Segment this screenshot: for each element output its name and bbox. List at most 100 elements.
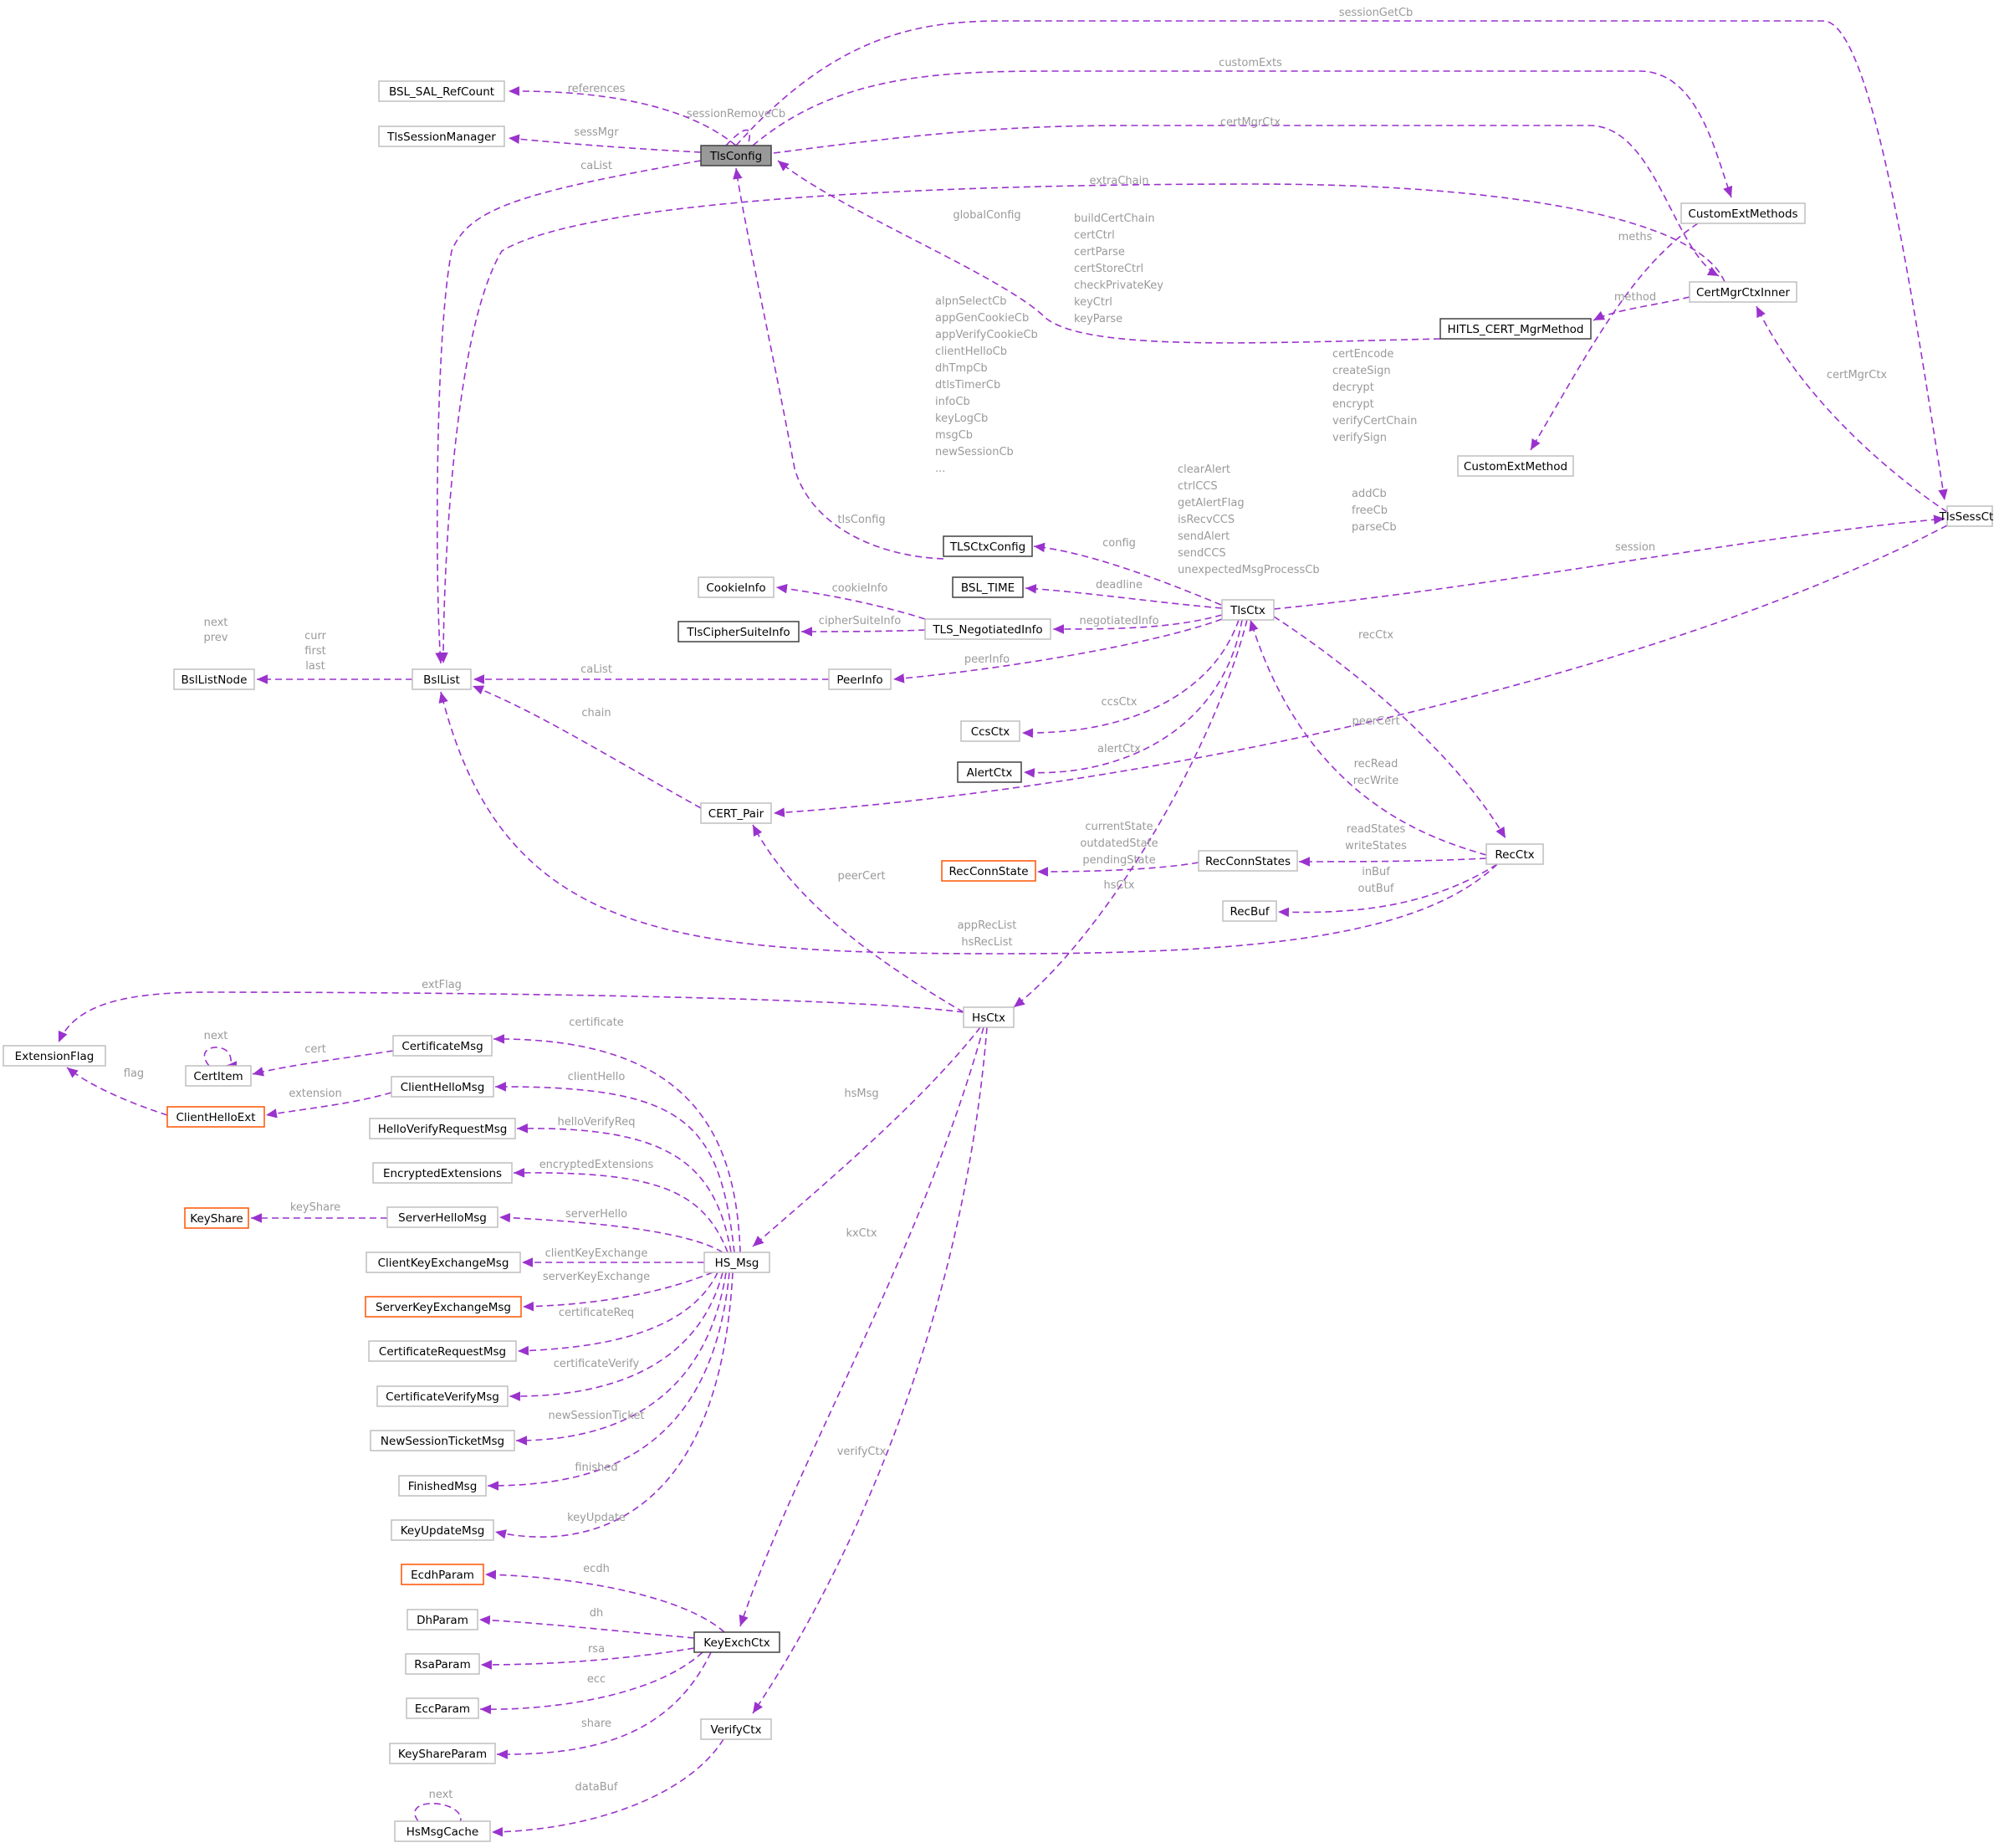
edge-label-line: unexpectedMsgProcessCb (1178, 564, 1320, 576)
node-label: NewSessionTicketMsg (381, 1435, 504, 1448)
edge-new-session-ticket (515, 1272, 727, 1446)
node-label: TlsSessCtx (1939, 510, 1994, 524)
node-client-hello-ext[interactable]: ClientHelloExt (166, 1106, 265, 1128)
edge-verify-ctx (752, 1026, 988, 1714)
node-finished-msg[interactable]: FinishedMsg (398, 1475, 487, 1497)
node-bsl-sal-ref-count[interactable]: BSL_SAL_RefCount (378, 80, 505, 102)
node-server-hello-msg[interactable]: ServerHelloMsg (386, 1206, 498, 1228)
node-box (398, 1475, 487, 1497)
edge-label-negotiated-info: negotiatedInfo (1079, 615, 1158, 627)
node-box (941, 860, 1036, 882)
edge-label-dh: dh (590, 1607, 604, 1620)
edge-next-certitem (203, 1047, 237, 1071)
node-cookie-info[interactable]: CookieInfo (698, 576, 775, 598)
edge-label-line: sendCCS (1178, 547, 1226, 560)
node-rec-buf[interactable]: RecBuf (1222, 900, 1277, 922)
node-hitls-cert-mgr-method[interactable]: HITLS_CERT_MgrMethod (1439, 318, 1592, 340)
node-rsa-param[interactable]: RsaParam (405, 1653, 480, 1675)
node-label: TLS_NegotiatedInfo (932, 623, 1042, 637)
node-tls-sess-ctx[interactable]: TlsSessCtx (1939, 505, 1994, 527)
node-hs-msg[interactable]: HS_Msg (703, 1252, 770, 1273)
node-box (391, 1519, 494, 1541)
node-label: TlsConfig (709, 150, 762, 163)
node-cert-pair[interactable]: CERT_Pair (700, 802, 772, 824)
node-tls-session-manager[interactable]: TlsSessionManager (378, 125, 505, 147)
node-key-share-param[interactable]: KeyShareParam (389, 1743, 496, 1764)
node-cert-mgr-ctx-inner[interactable]: CertMgrCtxInner (1689, 281, 1797, 303)
node-client-key-exchange-msg[interactable]: ClientKeyExchangeMsg (366, 1252, 521, 1273)
edge-peer-info (892, 618, 1223, 683)
node-rec-conn-state[interactable]: RecConnState (941, 860, 1036, 882)
node-bsl-time[interactable]: BSL_TIME (952, 576, 1024, 598)
edge-global-config (777, 160, 1441, 344)
node-extension-flag[interactable]: ExtensionFlag (3, 1045, 106, 1067)
edge-ccs-ctx (1021, 619, 1240, 738)
node-cert-item[interactable]: CertItem (185, 1065, 252, 1087)
edge-label-encrypted-extensions: encryptedExtensions (539, 1159, 654, 1171)
edge-label-share: share (581, 1717, 611, 1730)
node-certificate-verify-msg[interactable]: CertificateVerifyMsg (376, 1385, 509, 1407)
node-certificate-request-msg[interactable]: CertificateRequestMsg (368, 1340, 517, 1362)
edge-label-client-key-exchange: clientKeyExchange (545, 1247, 648, 1260)
node-bsl-list-node[interactable]: BslListNode (173, 668, 255, 690)
node-box (391, 1076, 494, 1098)
edge-key-update (494, 1272, 734, 1539)
node-encrypted-extensions[interactable]: EncryptedExtensions (372, 1162, 513, 1184)
node-tlsctx-config[interactable]: TLSCtxConfig (943, 535, 1033, 557)
edge-label-line: newSessionCb (935, 446, 1014, 458)
node-dh-param[interactable]: DhParam (406, 1609, 478, 1630)
node-label: CookieInfo (706, 581, 765, 595)
node-bsl-list[interactable]: BslList (412, 668, 472, 690)
node-ecc-param[interactable]: EccParam (406, 1697, 479, 1719)
node-box (693, 1631, 780, 1653)
node-ecdh-param[interactable]: EcdhParam (401, 1564, 484, 1585)
edge-label-ccs-ctx: ccsCtx (1102, 696, 1138, 709)
edge-label-group-callbacks: alpnSelectCbappGenCookieCbappVerifyCooki… (935, 295, 1038, 475)
node-new-session-ticket-msg[interactable]: NewSessionTicketMsg (370, 1430, 515, 1451)
node-tls-ctx[interactable]: TlsCtx (1221, 599, 1275, 621)
node-label: TLSCtxConfig (949, 540, 1025, 554)
node-box (1946, 505, 1993, 527)
edge-label-server-hello: serverHello (565, 1208, 627, 1221)
node-key-share[interactable]: KeyShare (184, 1207, 249, 1229)
node-peer-info[interactable]: PeerInfo (828, 668, 892, 690)
node-key-exch-ctx[interactable]: KeyExchCtx (693, 1631, 780, 1653)
edge-label-line: last (305, 660, 325, 673)
node-custom-ext-methods[interactable]: CustomExtMethods (1680, 202, 1806, 224)
node-key-update-msg[interactable]: KeyUpdateMsg (391, 1519, 494, 1541)
node-hello-verify-request-msg[interactable]: HelloVerifyRequestMsg (369, 1118, 516, 1139)
node-tls-negotiated-info[interactable]: TLS_NegotiatedInfo (924, 618, 1051, 640)
node-box (370, 1430, 515, 1451)
node-label: BSL_SAL_RefCount (389, 85, 494, 99)
edge-label-session: session (1615, 541, 1655, 554)
node-custom-ext-method[interactable]: CustomExtMethod (1457, 455, 1574, 477)
edge-label-line: checkPrivateKey (1074, 279, 1163, 292)
node-label: RsaParam (414, 1658, 470, 1671)
node-box (677, 621, 800, 642)
edge-label-cipher-suite-info: cipherSuiteInfo (819, 615, 901, 627)
node-box (406, 1697, 479, 1719)
edge-label-finished: finished (575, 1462, 617, 1474)
edge-label-line: appRecList (958, 919, 1017, 932)
node-certificate-msg[interactable]: CertificateMsg (392, 1035, 493, 1057)
node-rec-conn-states[interactable]: RecConnStates (1198, 850, 1298, 872)
edge-label-certificate-verify: certificateVerify (554, 1358, 640, 1370)
edge-label-line: certCtrl (1074, 229, 1115, 242)
edge-hello-verify-req (516, 1124, 732, 1253)
node-label: TlsCipherSuiteInfo (686, 626, 790, 639)
node-verify-ctx[interactable]: VerifyCtx (700, 1718, 772, 1740)
node-hs-ctx[interactable]: HsCtx (963, 1006, 1015, 1028)
node-hs-msg-cache[interactable]: HsMsgCache (394, 1820, 491, 1842)
node-tls-cipher-suite-info[interactable]: TlsCipherSuiteInfo (677, 621, 800, 642)
node-rec-ctx[interactable]: RecCtx (1485, 843, 1544, 865)
node-label: BSL_TIME (961, 581, 1015, 595)
node-label: KeyShareParam (398, 1748, 487, 1761)
node-tls-config[interactable]: TlsConfig (700, 145, 772, 166)
node-server-key-exchange-msg[interactable]: ServerKeyExchangeMsg (365, 1296, 522, 1318)
node-ccs-ctx[interactable]: CcsCtx (960, 720, 1020, 742)
node-client-hello-msg[interactable]: ClientHelloMsg (391, 1076, 494, 1098)
edge-label-ext-flag: extFlag (422, 979, 462, 991)
edge-extra-chain (438, 183, 1726, 664)
node-alert-ctx[interactable]: AlertCtx (957, 761, 1022, 783)
